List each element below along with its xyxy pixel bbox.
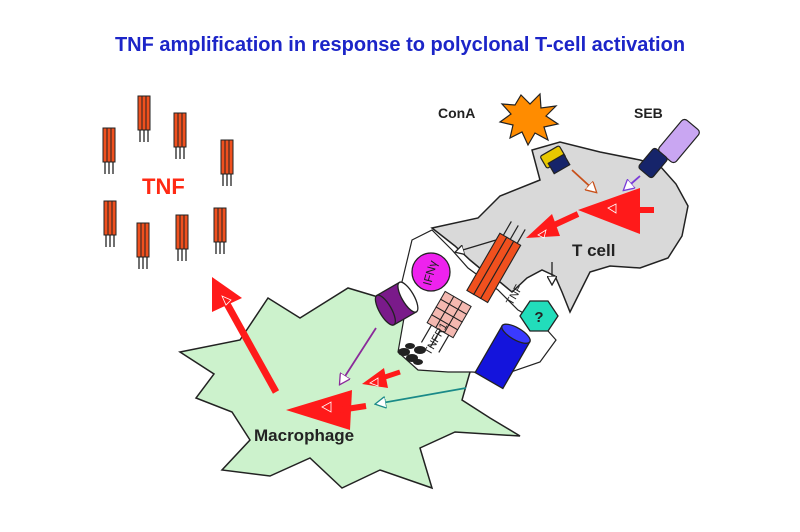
t-cell-tnf-arrow xyxy=(526,211,580,239)
tnfr1-adaptor-complex xyxy=(398,343,426,365)
tnf-molecule xyxy=(137,95,151,143)
t-cell-label: T cell xyxy=(572,241,615,260)
unknown-factor-label: ? xyxy=(534,309,543,326)
tnf-cloud-label: TNF xyxy=(142,174,185,199)
tnf-molecule xyxy=(220,139,234,187)
ifn-receptor xyxy=(374,281,419,326)
tnf-molecule xyxy=(136,222,150,270)
t-cell-activation-arrow xyxy=(578,188,654,234)
seb-receptor xyxy=(638,147,668,179)
tnf-molecule xyxy=(213,207,227,255)
tnf-molecule xyxy=(175,214,189,262)
cona-receptor xyxy=(540,145,571,175)
tnf-molecule xyxy=(103,200,117,248)
ifn-signal-arrow xyxy=(340,327,377,384)
unknown-receptor xyxy=(474,323,531,390)
seb-label: SEB xyxy=(634,105,663,121)
cona-signal-arrow xyxy=(571,169,596,192)
tnf-molecule xyxy=(173,112,187,160)
membrane-tnf xyxy=(466,221,526,304)
cona-star xyxy=(498,92,560,147)
unknown-factor: ? xyxy=(519,300,559,332)
macrophage-activation-arrow xyxy=(286,390,367,430)
ifn-release-arrow xyxy=(456,239,497,252)
macrophage-label: Macrophage xyxy=(254,426,354,445)
ifn-gamma: IFNγ xyxy=(411,252,451,292)
page-title: TNF amplification in response to polyclo… xyxy=(114,34,686,56)
seb-signal-arrow xyxy=(624,175,641,190)
tnf-molecule xyxy=(102,127,116,175)
tnf-release-arrow xyxy=(212,277,280,394)
ifn-label: IFNγ xyxy=(420,259,440,287)
tnfr1-receptor xyxy=(420,290,472,353)
unknown-signal-arrow xyxy=(376,387,467,404)
cona-label: ConA xyxy=(438,105,475,121)
tnfr1-signal-arrow xyxy=(362,368,401,388)
